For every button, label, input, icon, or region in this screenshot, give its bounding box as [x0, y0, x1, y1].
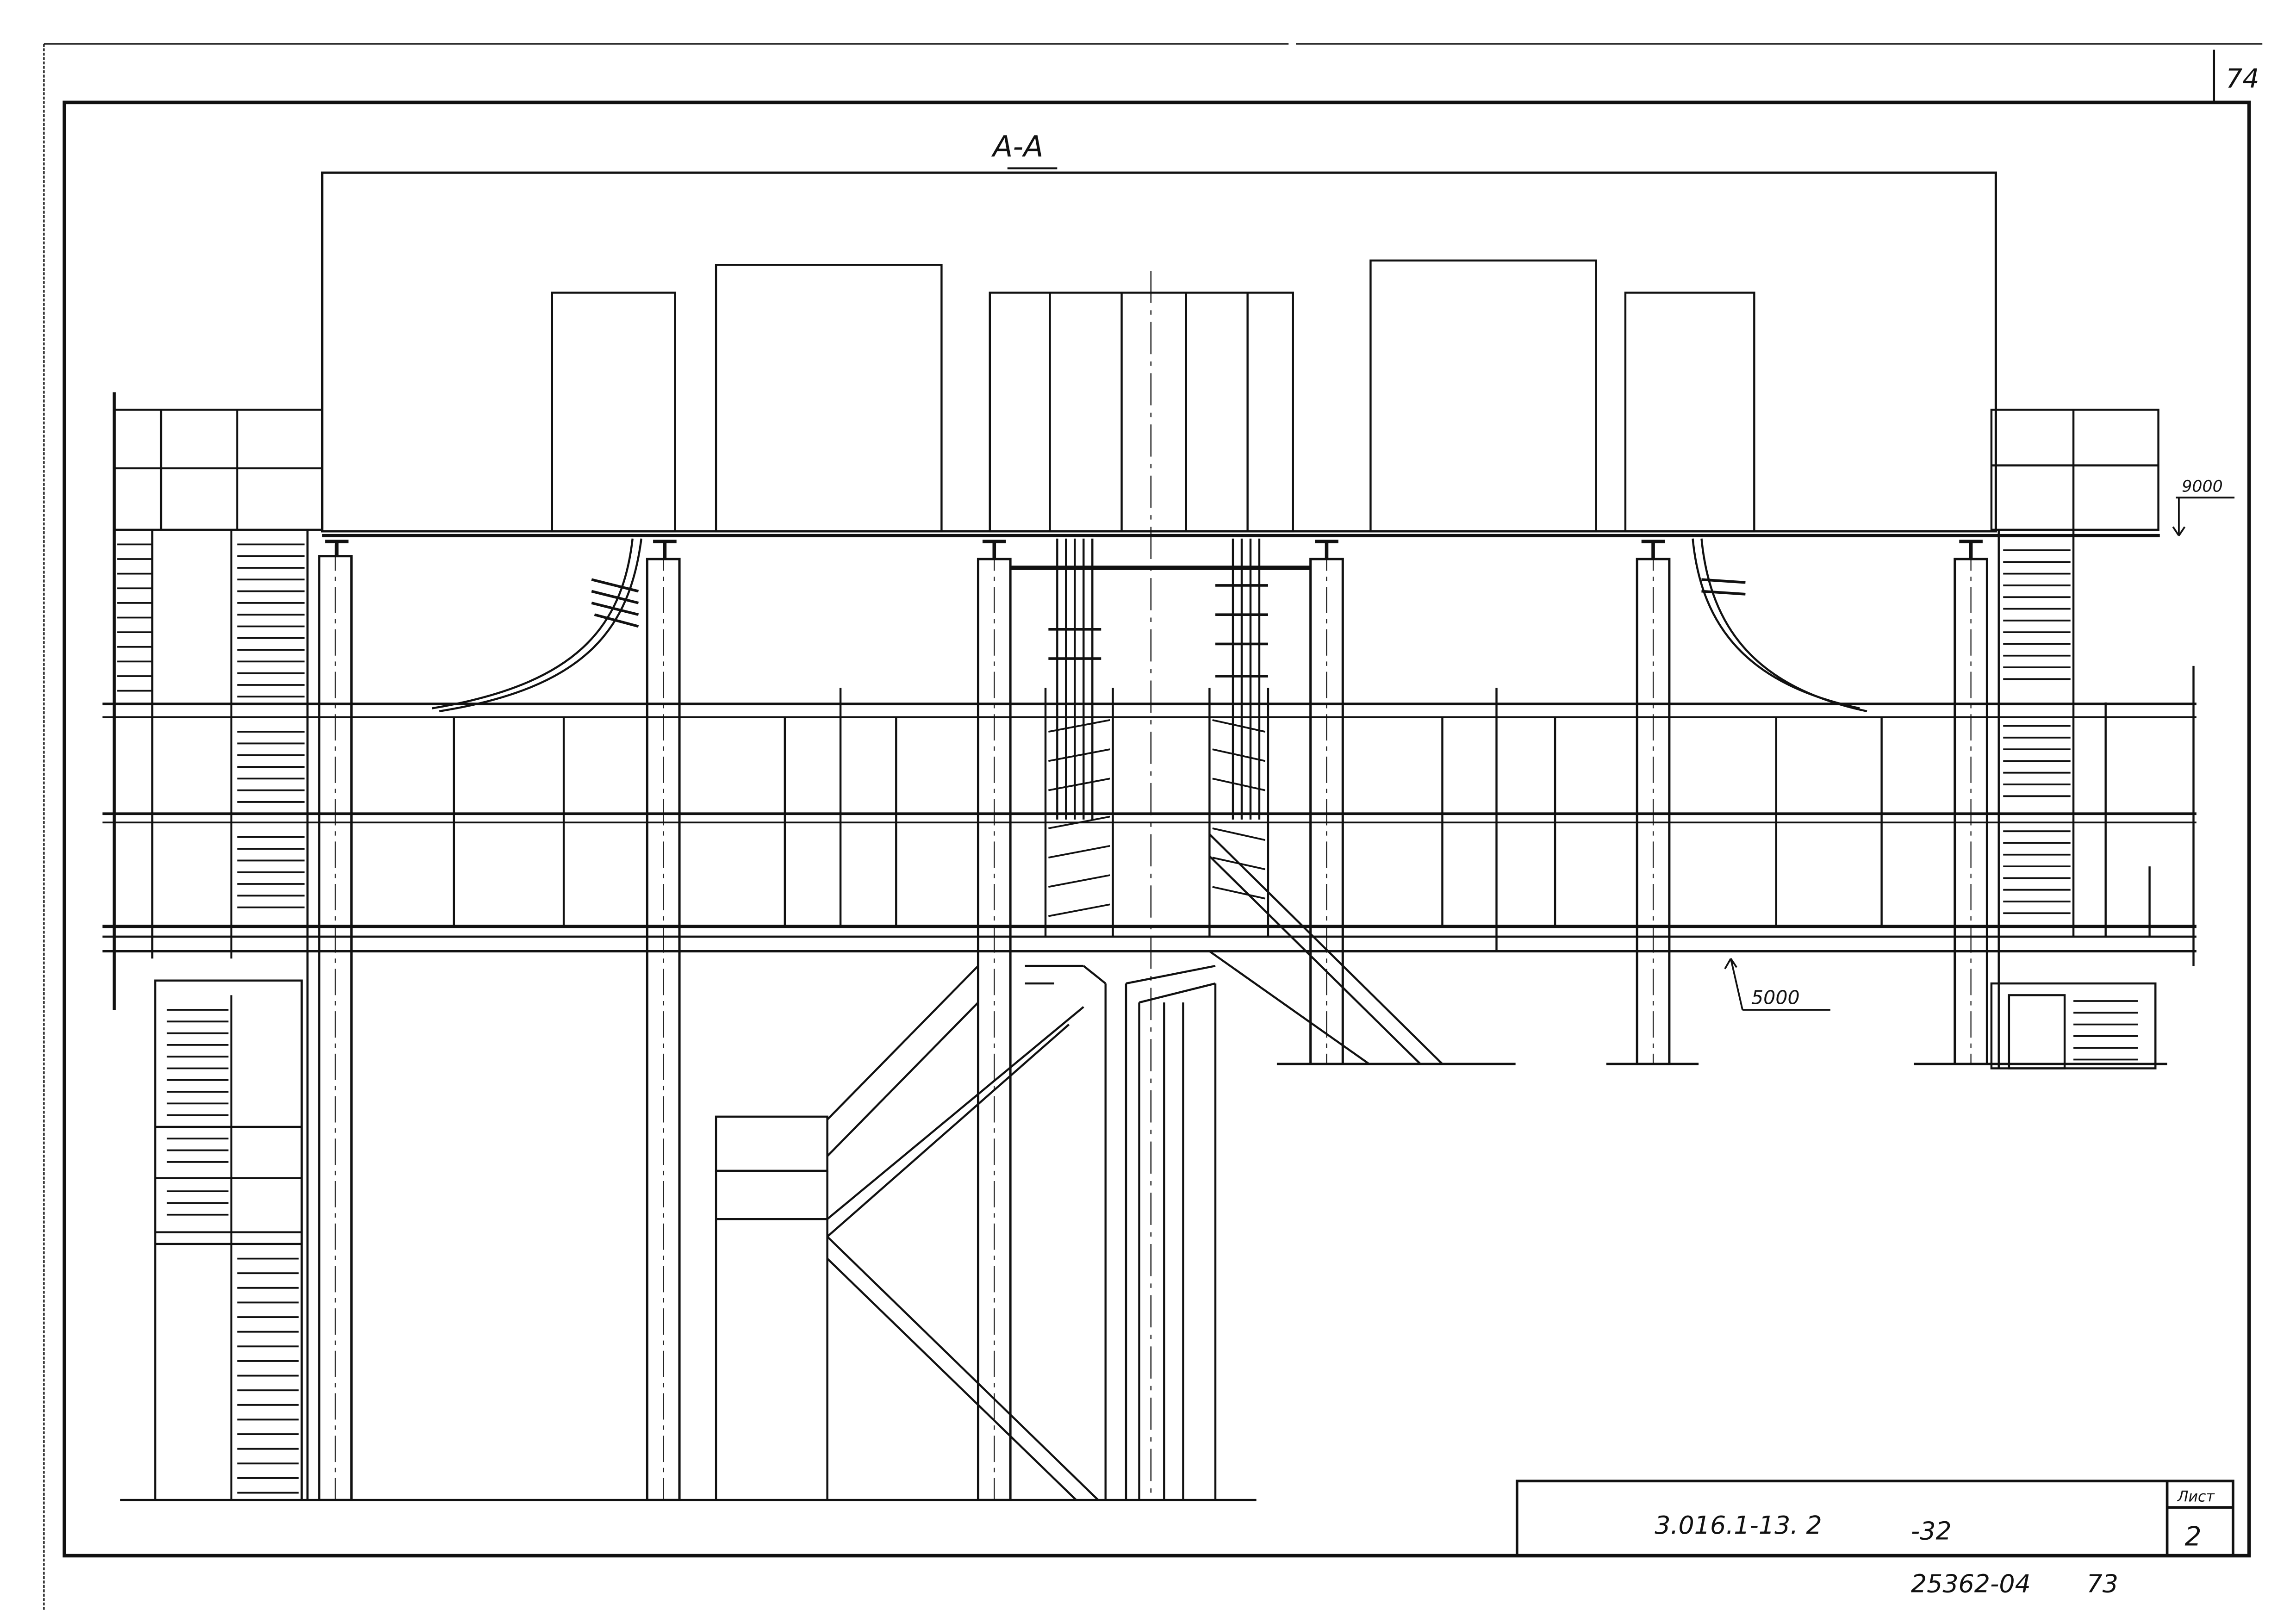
sheet-label: Лист: [2177, 1489, 2215, 1505]
page-corner-number: 74: [2226, 64, 2259, 94]
columns: [318, 540, 1988, 1501]
sheet-number: 2: [2185, 1521, 2202, 1552]
inventory-suffix: 73: [2087, 1569, 2118, 1598]
right-stair-treads-upper: [2003, 549, 2071, 914]
inventory-number: 25362-04: [1911, 1569, 2031, 1598]
left-stair-tower: [112, 392, 324, 1500]
right-stair-tower: [1990, 409, 2159, 1070]
elevation-marks: [1724, 497, 2235, 1011]
document-suffix: -32: [1911, 1517, 1952, 1546]
elevation-label-platform: 5000: [1751, 986, 1800, 1008]
left-stair-treads-upper: [117, 543, 305, 908]
elevation-label-top: 9000: [2182, 478, 2223, 496]
lower-stair-structure: [715, 964, 1217, 1501]
sheet-frame: [43, 43, 2263, 1610]
lower-left-stair: [154, 979, 303, 1501]
ground-lines: [120, 1063, 2167, 1501]
cable-runs: [431, 538, 1867, 820]
document-code: 3.016.1-13. 2: [1655, 1511, 1822, 1540]
section-title: А-А: [991, 129, 1043, 163]
central-stairs: [1044, 688, 1444, 1065]
platform-beams: [102, 665, 2196, 966]
title-block: [1515, 1480, 2234, 1557]
upper-building-elevation: [321, 171, 2160, 1500]
